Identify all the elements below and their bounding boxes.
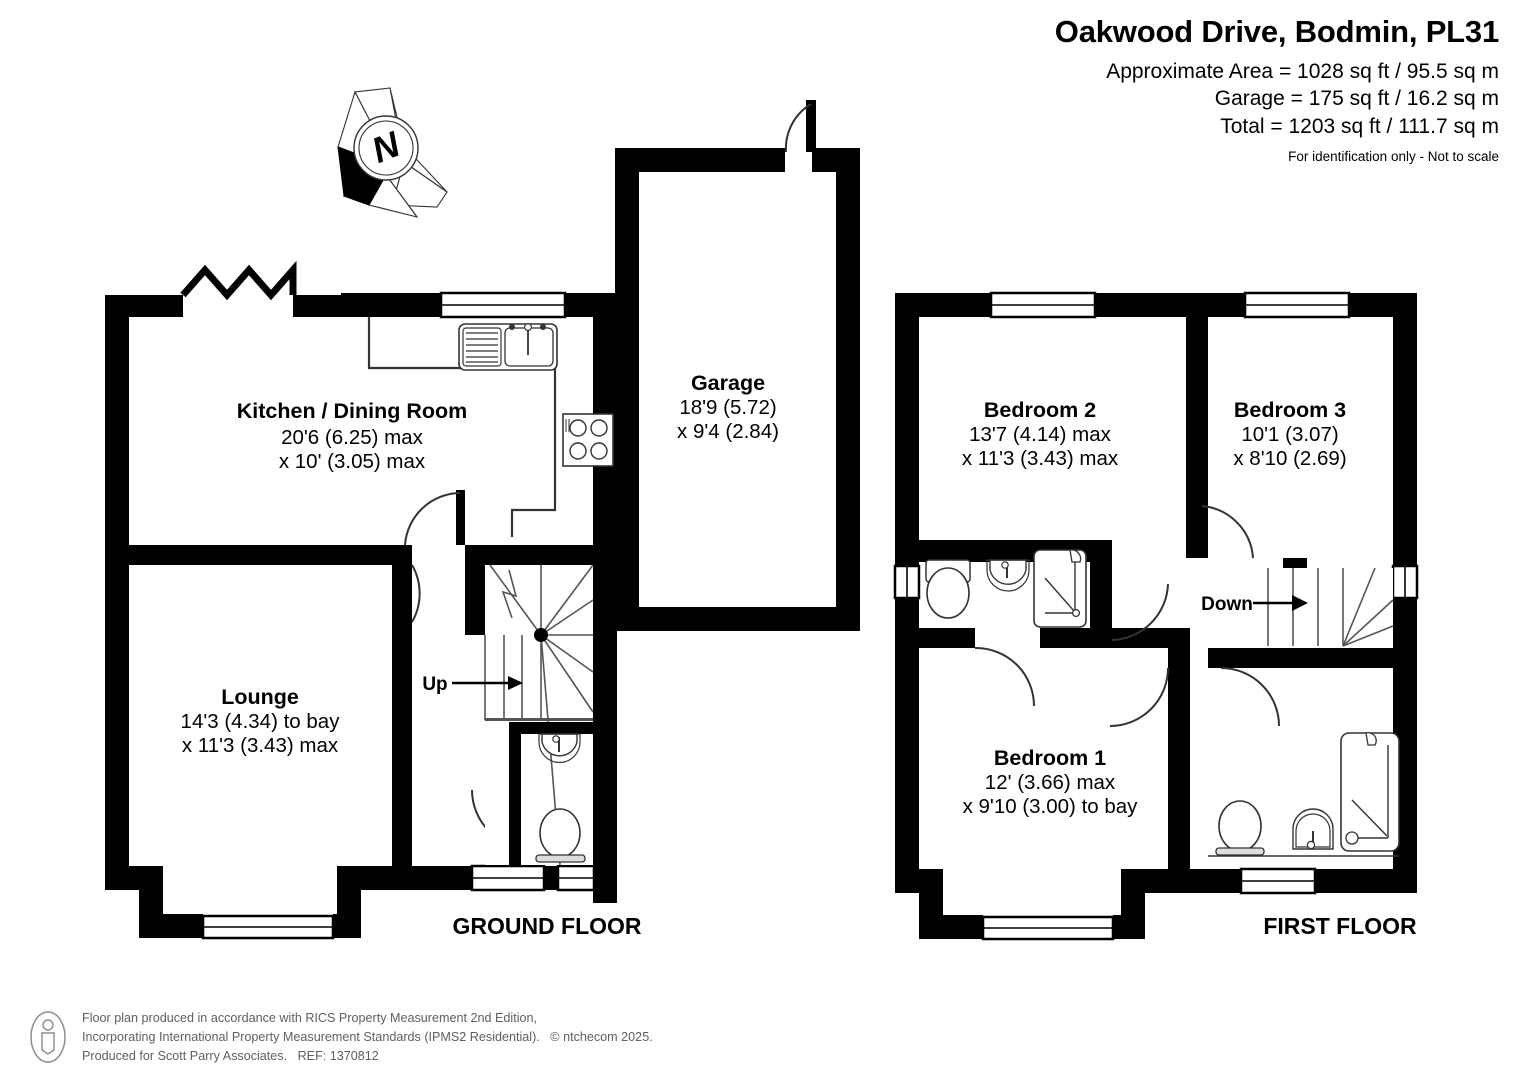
footer-line-2: Incorporating International Property Mea… [82,1029,653,1044]
kitchen-units [367,317,614,537]
basin-icon [1292,808,1334,850]
footer-line-3: Produced for Scott Parry Associates. REF… [82,1048,379,1063]
first-floor-stairs: Down [1201,567,1394,648]
footer: Floor plan produced in accordance with R… [28,1009,653,1066]
sink-icon [458,323,558,371]
header: Oakwood Drive, Bodmin, PL31 Approximate … [739,14,1499,165]
person-icon [30,1011,66,1063]
first-floor-walls [893,291,1419,941]
disclaimer-text: For identification only - Not to scale [1288,148,1499,164]
room-label-bedroom3-dim1: 10'1 (3.07) [1241,423,1338,446]
stairs-up-label: Up [422,674,447,695]
total-area-text: Total = 1203 sq ft / 111.7 sq m [1220,115,1499,139]
first-floor-plan: Down [893,291,1419,941]
approximate-area-text: Approximate Area = 1028 sq ft / 95.5 sq … [1106,59,1499,83]
room-label-bedroom1-dim2: x 9'10 (3.00) to bay [963,795,1139,818]
room-label-lounge-name: Lounge [221,685,299,709]
bathroom-fixtures [1208,732,1400,857]
room-label-bedroom3-dim2: x 8'10 (2.69) [1233,447,1346,470]
room-label-bedroom2-dim2: x 11'3 (3.43) max [962,447,1119,470]
stairs-down-label: Down [1201,594,1253,615]
page-title: Oakwood Drive, Bodmin, PL31 [1054,14,1499,49]
wc-icon [1215,800,1265,856]
room-label-bedroom2-name: Bedroom 2 [984,398,1096,422]
first-floor-caption: FIRST FLOOR [1263,913,1417,939]
ensuite-fixtures [925,549,1087,628]
first-floor-doors [974,503,1280,727]
ground-floor-plan: Up [105,100,860,940]
ground-floor-stairs: Up [422,545,595,866]
wc-icon [925,559,971,619]
room-label-bedroom1-name: Bedroom 1 [994,746,1106,770]
room-label-kitchen-dim1: 20'6 (6.25) max [281,426,424,449]
room-label-bedroom2-dim1: 13'7 (4.14) max [969,423,1112,446]
room-label-garage-dim1: 18'9 (5.72) [679,396,776,419]
room-label-lounge-dim1: 14'3 (4.34) to bay [181,710,341,733]
room-label-bedroom1-dim1: 12' (3.66) max [985,771,1116,794]
ground-floor-caption: GROUND FLOOR [452,913,641,939]
hob-icon [562,413,614,467]
room-label-bedroom3-name: Bedroom 3 [1234,398,1346,422]
room-label-garage-name: Garage [691,371,765,395]
bath-icon [1340,732,1400,852]
room-label-kitchen-name: Kitchen / Dining Room [237,399,468,423]
compass-rose-icon: N [337,87,448,218]
basin-icon [538,733,581,764]
garage-area-text: Garage = 175 sq ft / 16.2 sq m [1214,87,1499,111]
ground-floor-cloakroom [509,722,595,867]
footer-line-1: Floor plan produced in accordance with R… [82,1010,538,1025]
footer-text: Floor plan produced in accordance with R… [82,1009,653,1066]
room-label-garage-dim2: x 9'4 (2.84) [677,420,779,443]
shower-cubicle-icon [1033,549,1087,628]
room-label-kitchen-dim2: x 10' (3.05) max [279,450,426,473]
first-floor-labels: Bedroom 2 13'7 (4.14) max x 11'3 (3.43) … [962,398,1417,939]
room-label-lounge-dim2: x 11'3 (3.43) max [182,734,339,757]
ground-floor-walls [105,260,617,940]
wc-icon [535,808,586,863]
basin-icon [986,559,1030,592]
garage-room [615,100,860,631]
ground-floor-labels: Kitchen / Dining Room 20'6 (6.25) max x … [181,371,779,939]
